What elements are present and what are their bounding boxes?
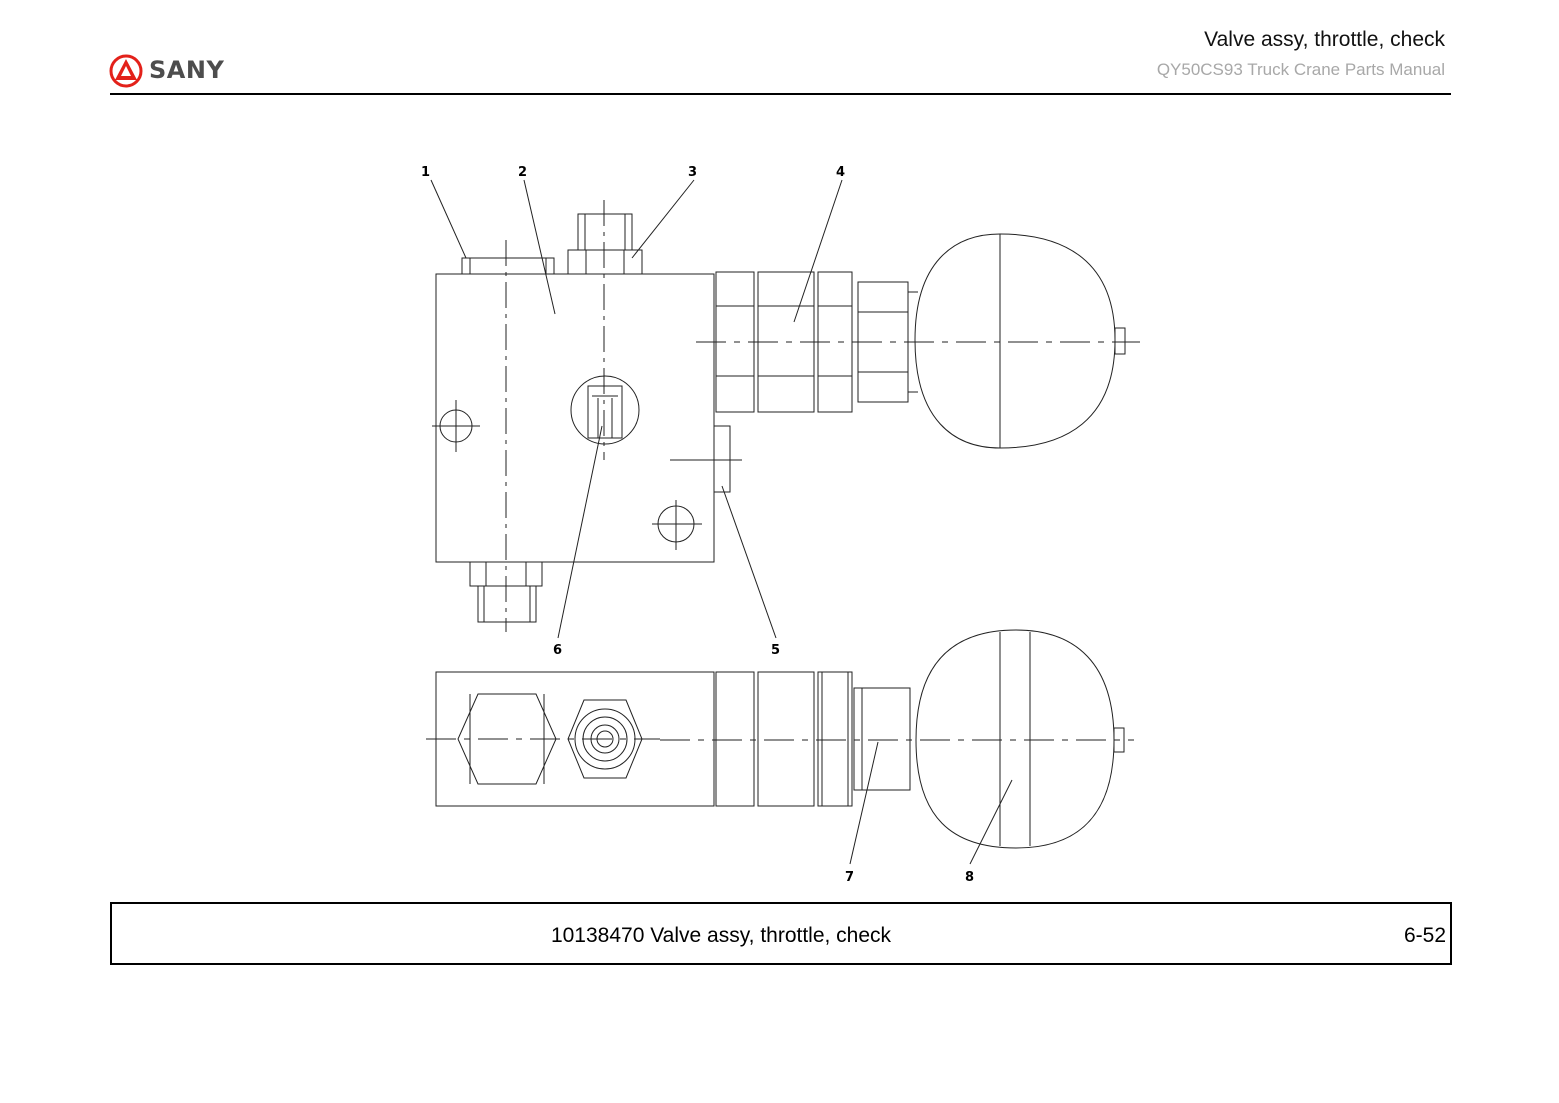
part-1-cap xyxy=(461,257,555,275)
callout-1: 1 xyxy=(421,165,430,180)
caption-box: 10138470 Valve assy, throttle, check 6-5… xyxy=(110,902,1452,965)
header-rule xyxy=(110,93,1451,95)
callout-6: 6 xyxy=(553,643,562,658)
callout-7: 7 xyxy=(845,870,854,885)
hex-plug xyxy=(457,693,557,785)
part-8-accumulator-top xyxy=(914,233,1116,449)
manual-subtitle: QY50CS93 Truck Crane Parts Manual xyxy=(1156,60,1445,79)
part-3-fitting xyxy=(567,249,643,275)
page-number: 6-52 xyxy=(1403,924,1446,947)
callout-2: 2 xyxy=(518,165,527,180)
callout-3: 3 xyxy=(688,165,697,180)
drawing-caption: 10138470 Valve assy, throttle, check xyxy=(550,924,892,947)
sany-logo xyxy=(109,54,143,88)
part-5-plug xyxy=(713,425,731,493)
valve-block xyxy=(435,273,715,563)
part-7-nut xyxy=(853,687,911,791)
part-6-port xyxy=(570,375,640,445)
callout-4: 4 xyxy=(836,165,845,180)
part-8-accumulator-side xyxy=(915,629,1115,849)
brand-name: SANY xyxy=(149,56,225,84)
callout-8: 8 xyxy=(965,870,974,885)
page-title: Valve assy, throttle, check xyxy=(1204,28,1445,51)
callout-5: 5 xyxy=(771,643,780,658)
